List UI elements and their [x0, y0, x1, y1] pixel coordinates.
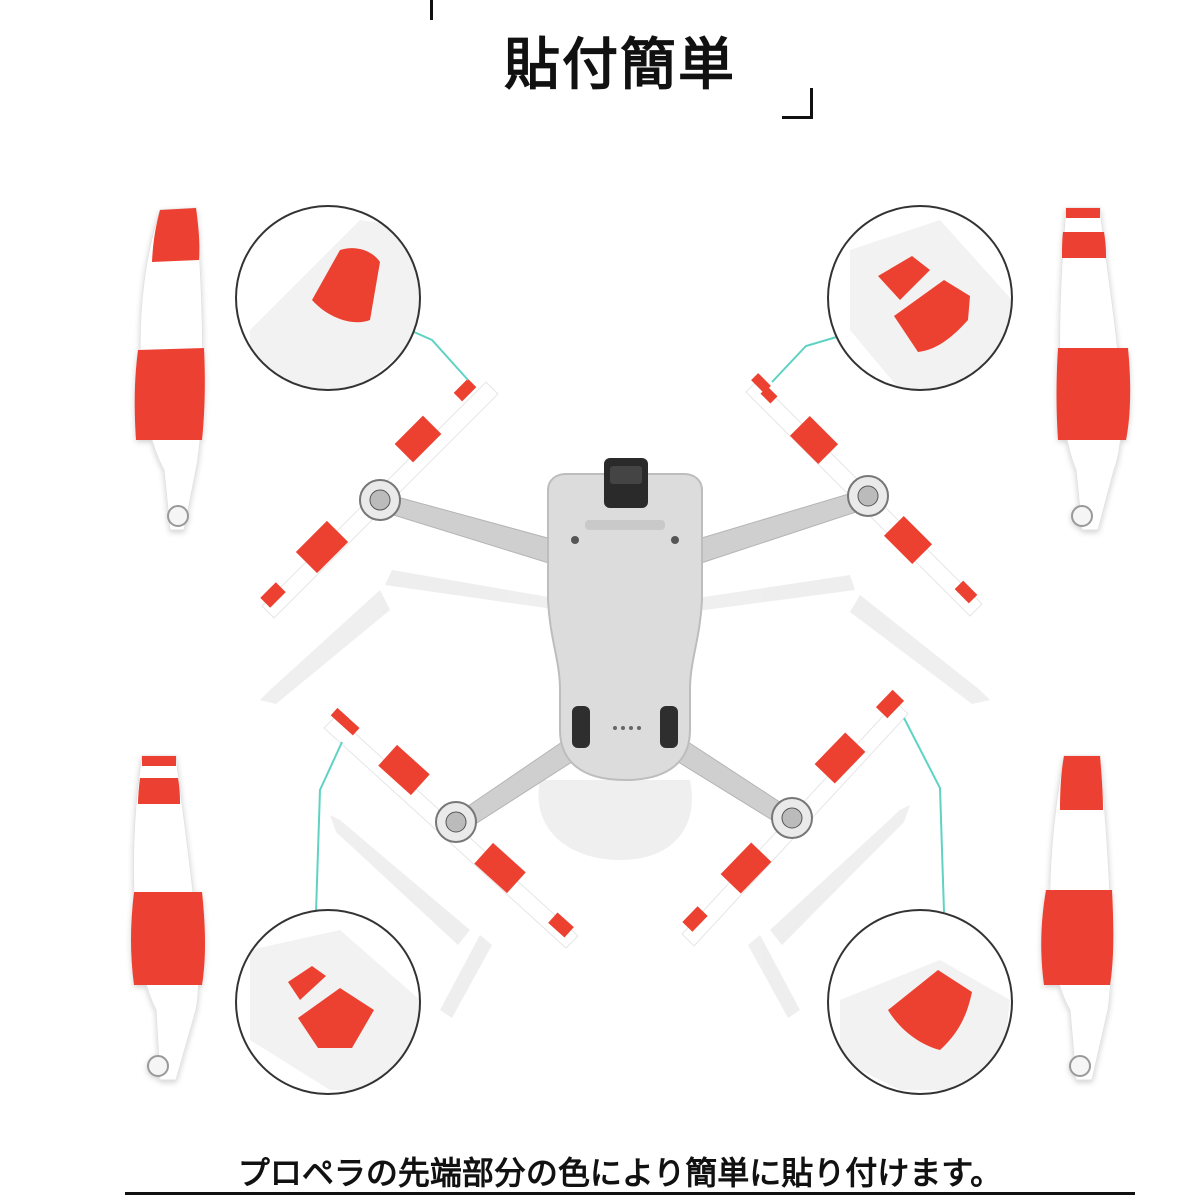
- zoom-circle-top-right: [827, 205, 1013, 391]
- motor-bottom-right: [771, 797, 813, 839]
- propeller-blade-bottom-left: [131, 755, 205, 1081]
- propeller-blade-top-left: [134, 207, 205, 531]
- zoom-circle-top-left: [235, 205, 421, 391]
- motor-top-right: [847, 475, 889, 517]
- caption-underline: [125, 1192, 1135, 1195]
- motor-bottom-left: [435, 801, 477, 843]
- propeller-blade-bottom-right: [1041, 755, 1114, 1081]
- corner-bracket-open: [430, 0, 459, 20]
- drone-body: [359, 458, 889, 843]
- page-title: 貼付簡単: [504, 33, 736, 98]
- propeller-blade-top-right: [1056, 207, 1131, 531]
- zoom-circle-bottom-left: [235, 909, 421, 1095]
- zoom-circle-bottom-right: [827, 909, 1013, 1095]
- caption-text: プロペラの先端部分の色により簡単に貼り付けます。: [237, 1154, 1003, 1192]
- ghost-propellers: [260, 570, 990, 1018]
- corner-bracket-close: [782, 88, 813, 119]
- motor-top-left: [359, 479, 401, 521]
